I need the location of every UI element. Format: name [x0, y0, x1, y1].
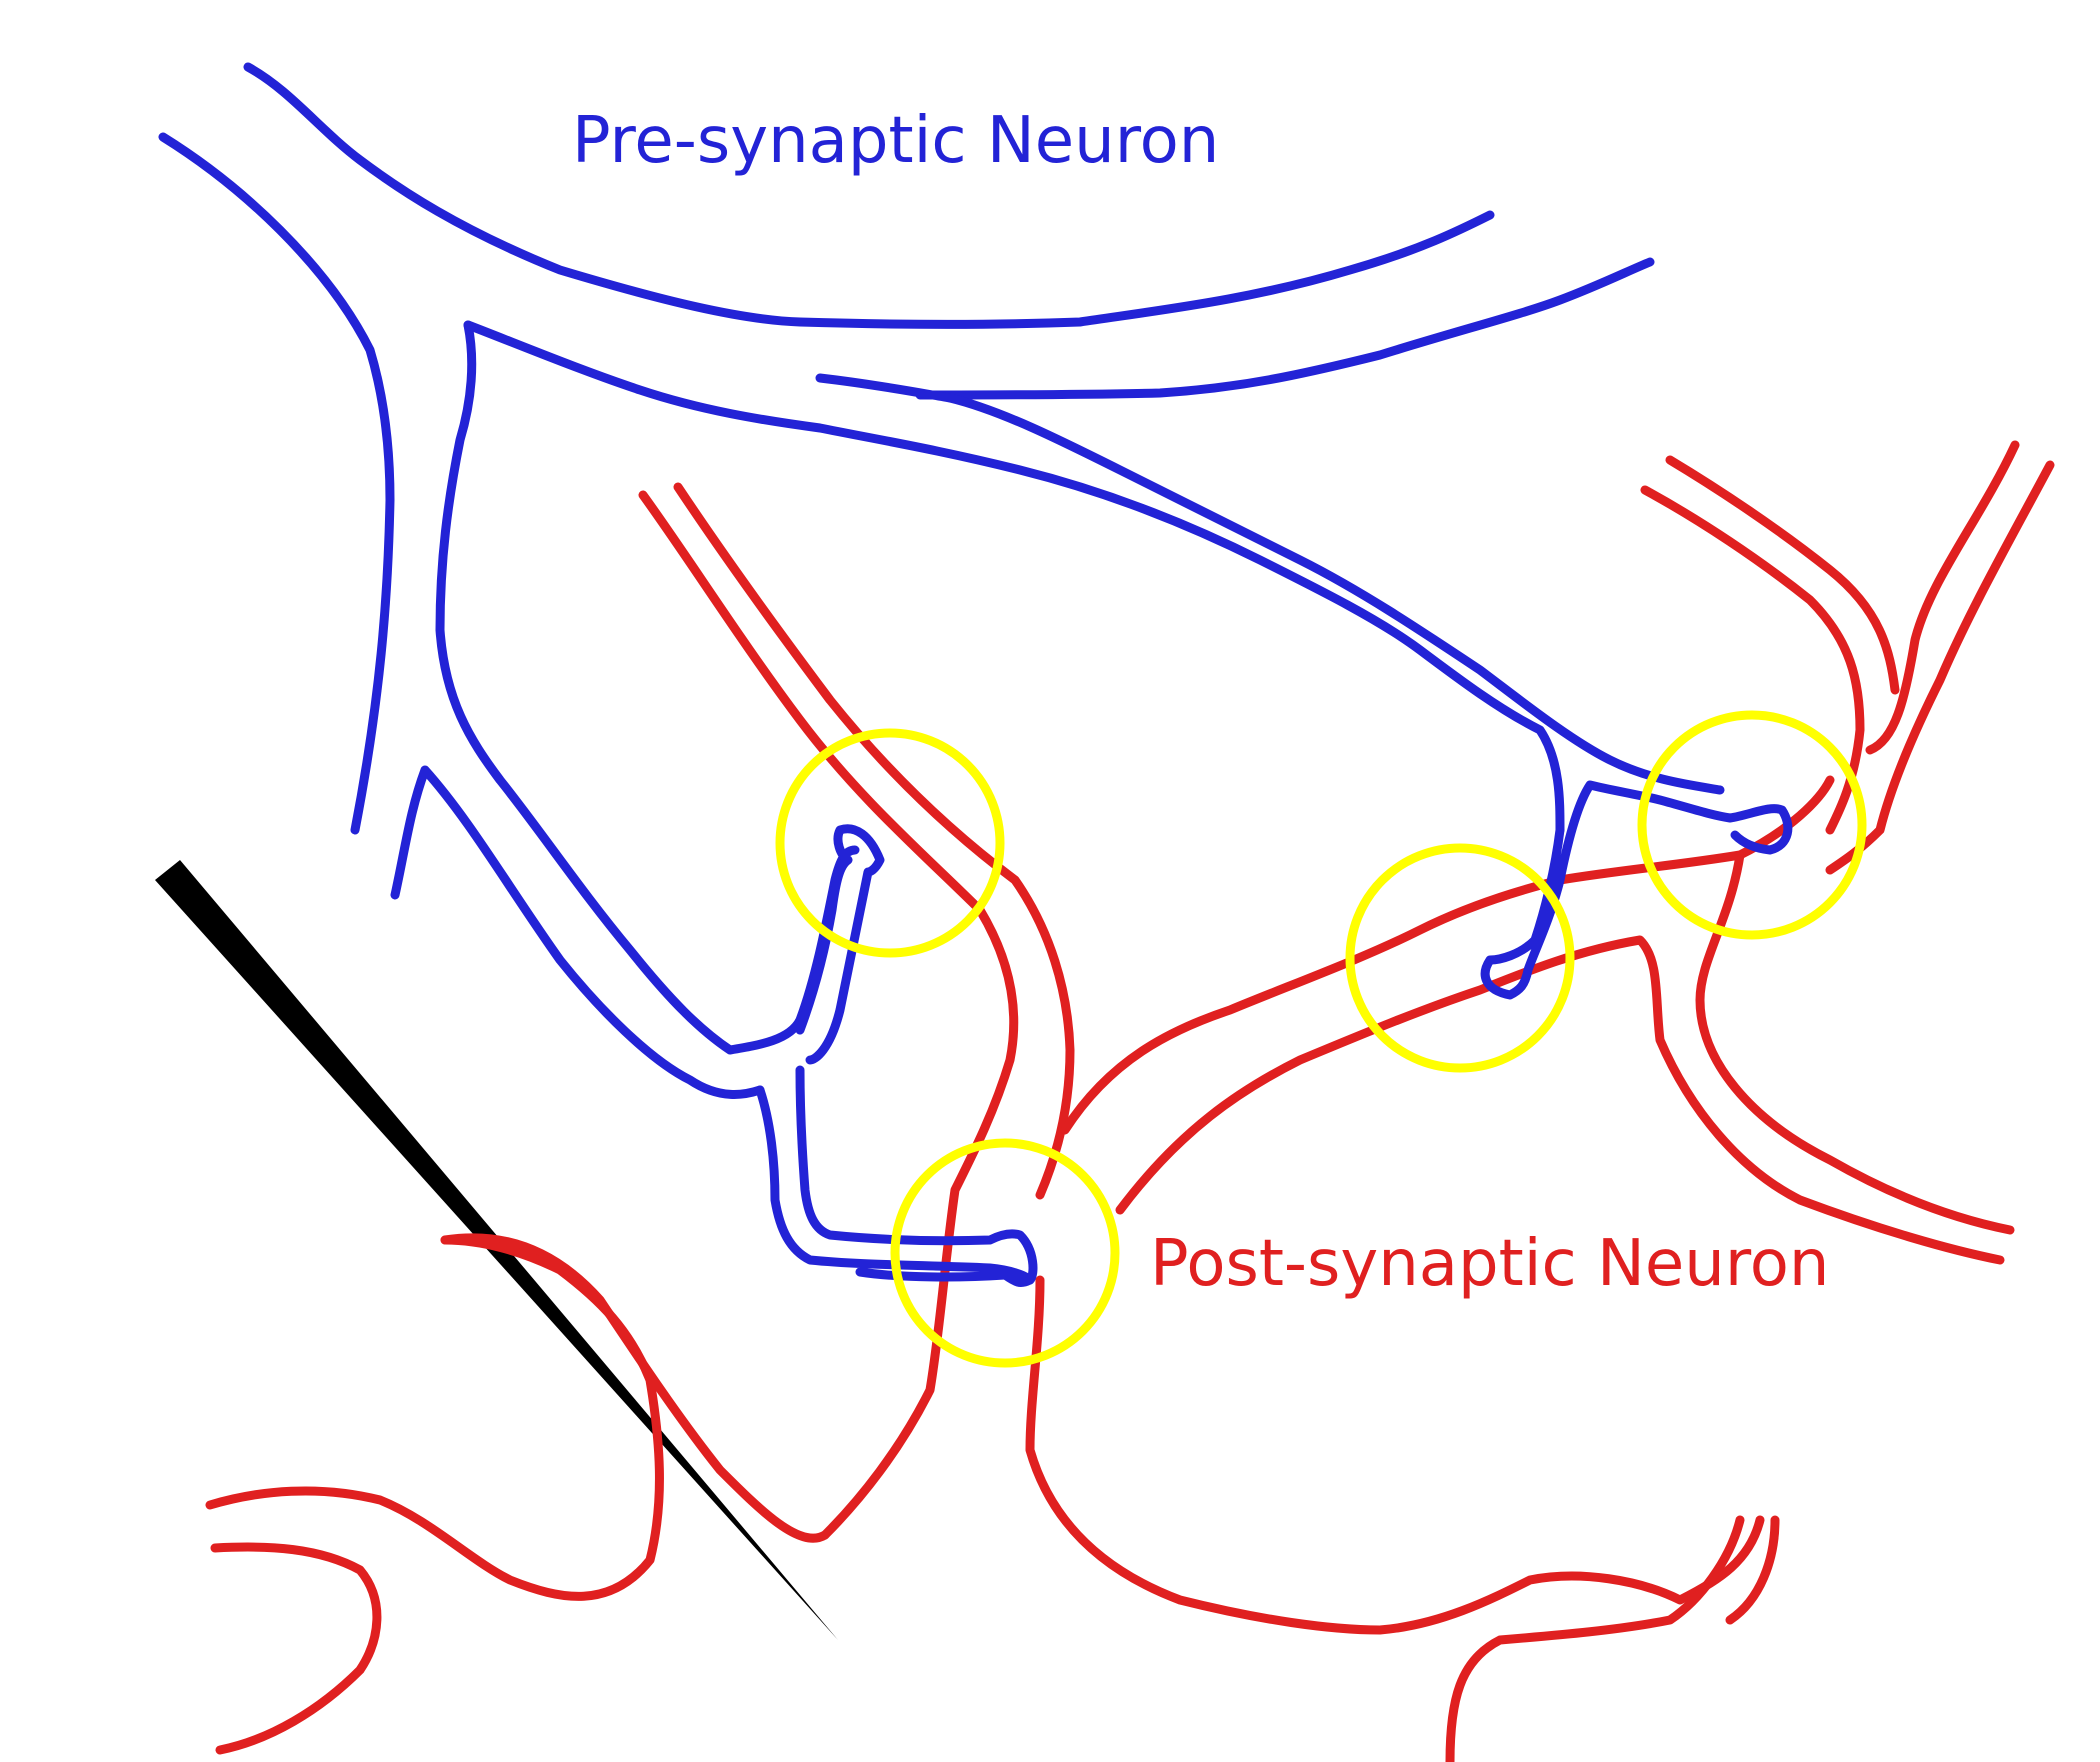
synapse-marker-3	[1345, 843, 1575, 1073]
pre-terminal-1	[795, 824, 885, 1065]
post-dendrite-left-outer	[638, 490, 1019, 1540]
post-branch-top-right-d	[1865, 440, 2020, 755]
post-dendrite-right-inner	[1695, 850, 2015, 1235]
pre-axon-inner-left	[390, 765, 765, 1099]
pre-axon-stem-lower	[755, 1085, 1035, 1287]
post-dendrite-right-upper-a	[1060, 775, 1835, 1135]
pre-axon-middle-upper	[463, 320, 1565, 835]
pre-axon-stem-lower-inner	[795, 1065, 1038, 1285]
synapse-marker-2	[890, 1138, 1120, 1368]
synapse-marker-1	[775, 728, 1005, 958]
post-synaptic-neuron	[205, 440, 2055, 1762]
post-dendrite-left-inner	[673, 482, 1075, 1200]
pre-synaptic-neuron	[158, 62, 1793, 1287]
post-branch-top-right-b	[1665, 455, 1900, 695]
pre-axon-inner	[435, 320, 860, 1055]
post-dendrite-bottom-center	[1445, 1515, 1745, 1762]
synapse-marker-4	[1637, 710, 1867, 940]
post-dendrite-bottom-right	[1725, 1515, 1780, 1625]
post-soma-left	[440, 1233, 830, 1543]
post-synaptic-label: Post-synaptic Neuron	[1150, 1227, 1829, 1301]
post-soma-body	[1025, 1275, 1765, 1635]
synapse-markers	[775, 710, 1867, 1368]
pre-axon-middle-lower	[815, 373, 1725, 795]
pre-synaptic-label: Pre-synaptic Neuron	[572, 104, 1219, 178]
post-dendrite-right-upper-b	[1115, 935, 2005, 1265]
post-dendrite-bottom-left-a	[205, 1235, 664, 1601]
pre-axon-left-outer	[158, 132, 395, 835]
pre-terminal-3	[1480, 780, 1793, 1000]
post-dendrite-bottom-left-b	[210, 1542, 382, 1755]
pre-axon-top-upper	[243, 62, 1495, 329]
pre-axon-top-lower	[915, 257, 1655, 400]
